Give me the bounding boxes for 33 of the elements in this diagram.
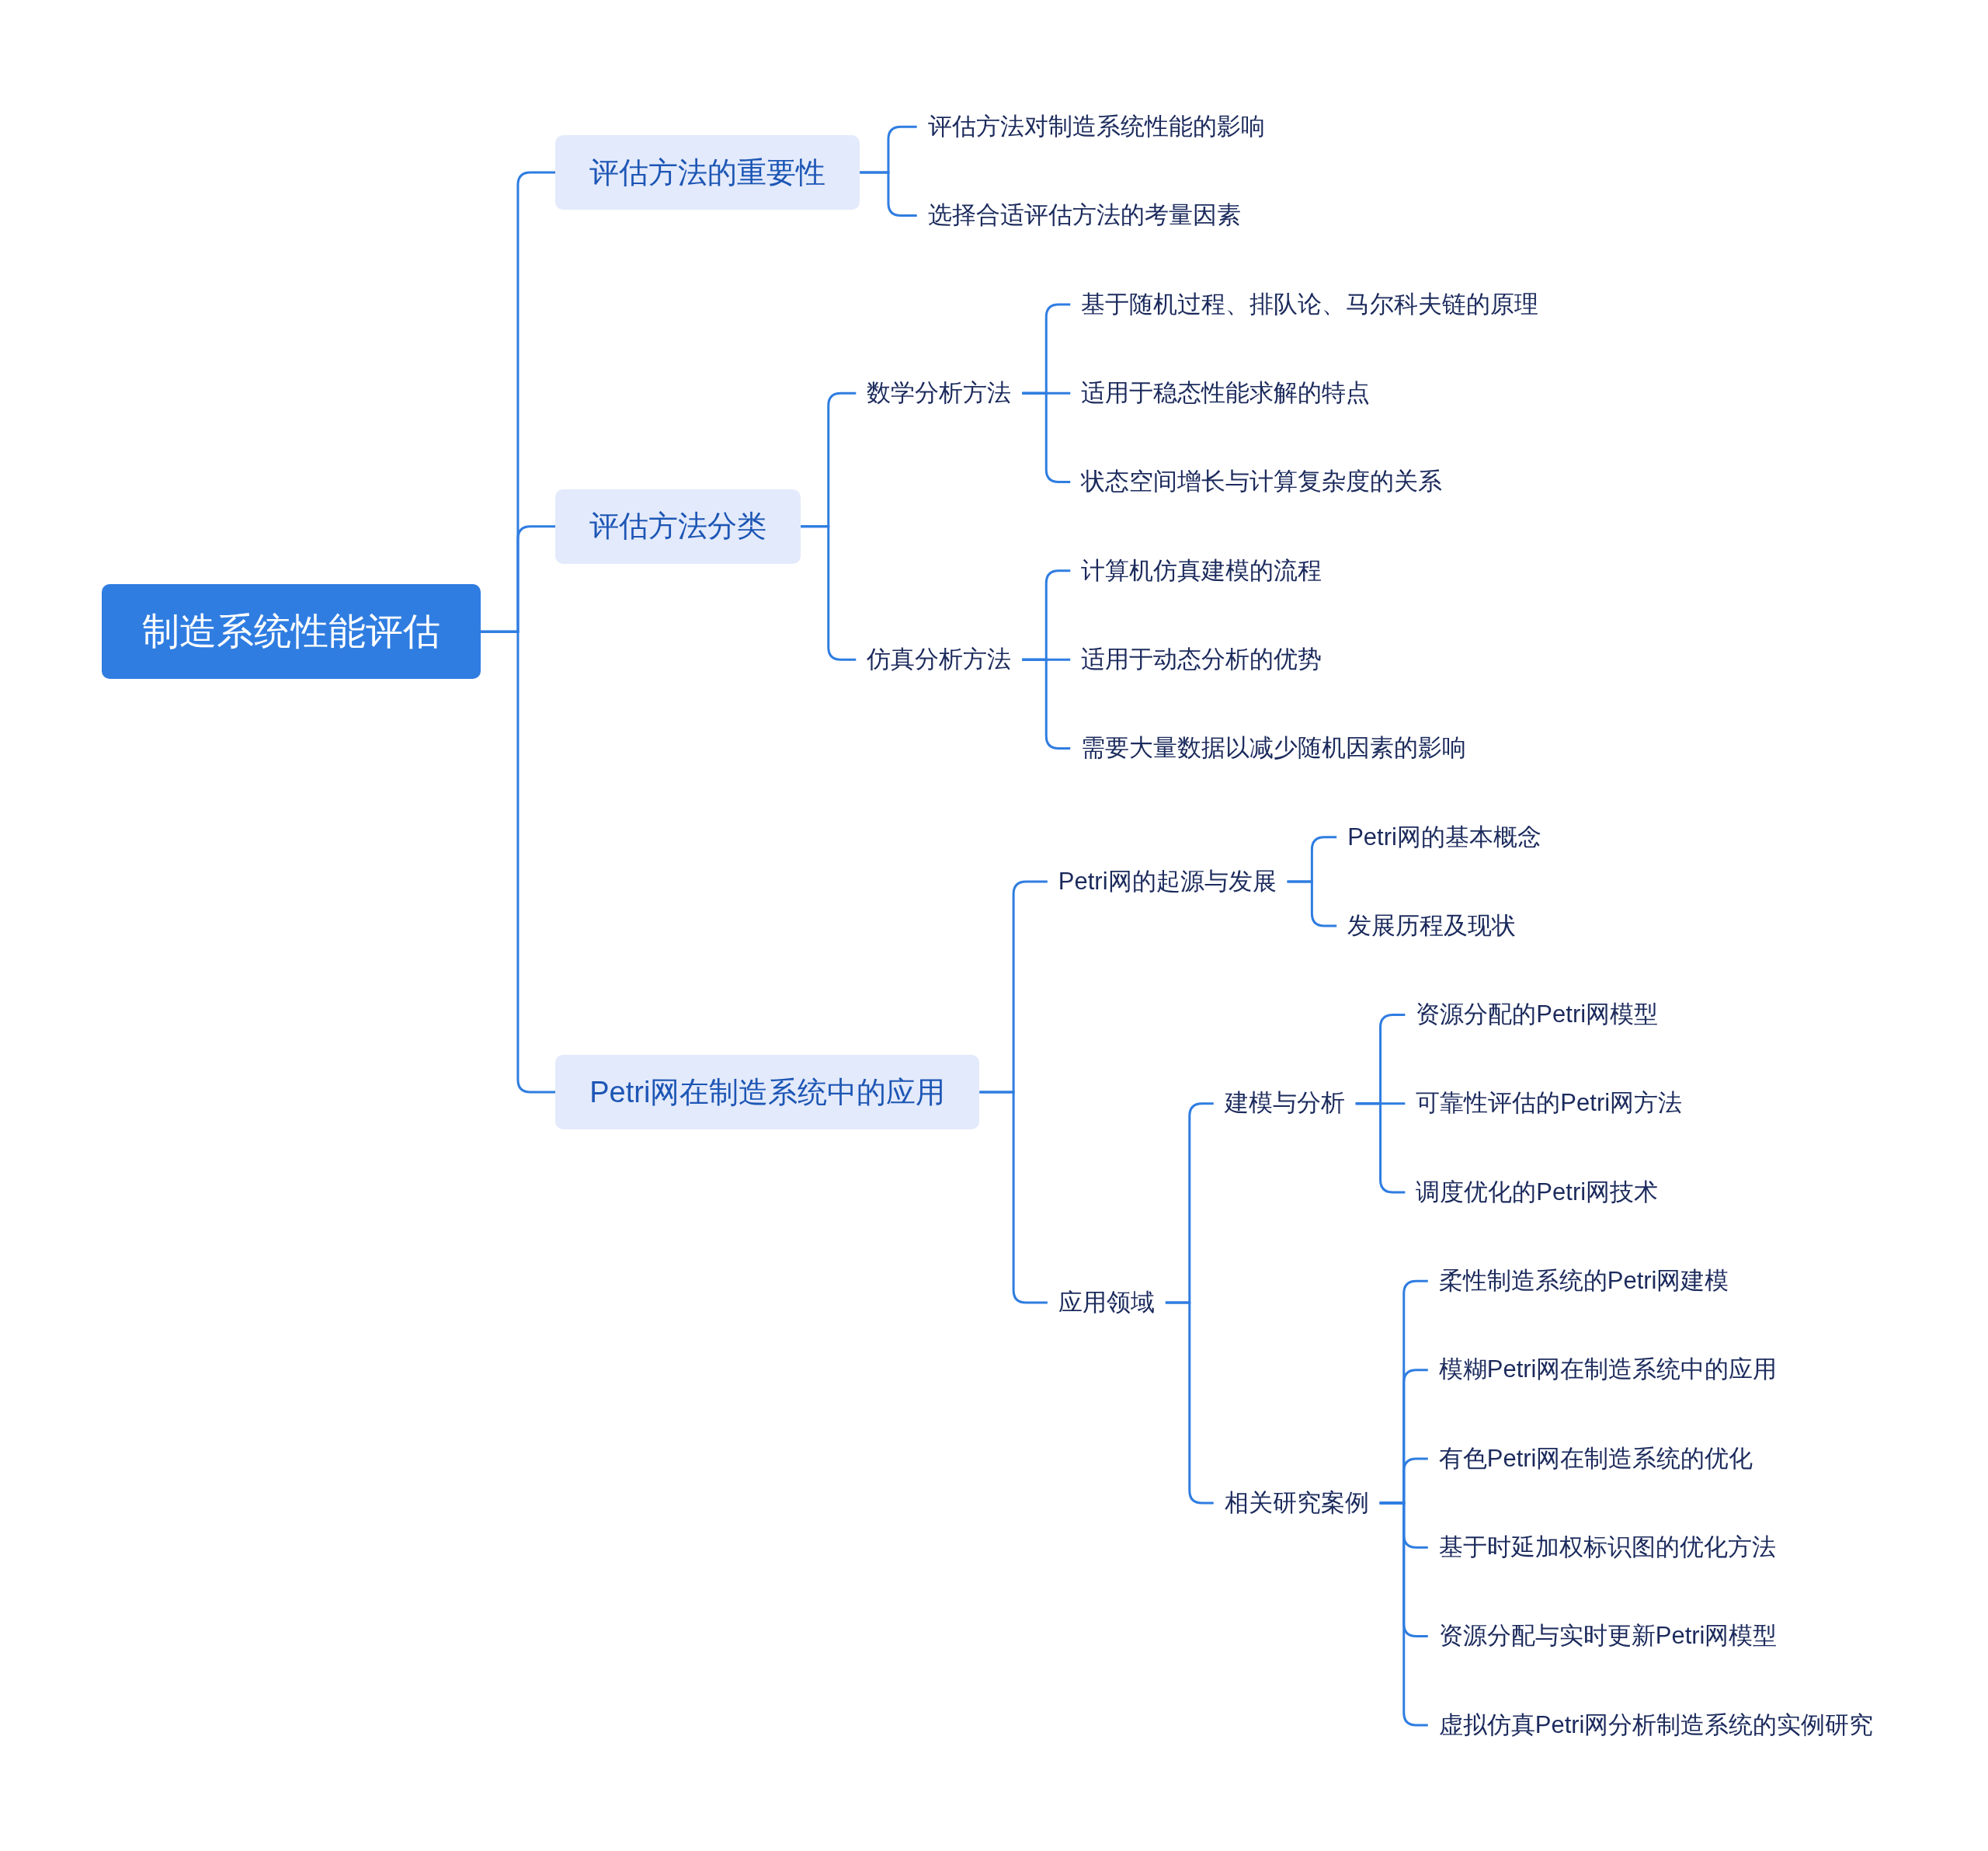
- connector-line: [860, 171, 917, 217]
- topic-label: 应用领域: [1047, 1281, 1166, 1325]
- topic-label: 需要大量数据以减少随机因素的影响: [1070, 726, 1478, 771]
- central-topic-box: 制造系统性能评估: [101, 584, 481, 680]
- connector-line: [801, 525, 857, 661]
- topic-label: 选择合适评估方法的考量因素: [916, 193, 1252, 238]
- topic-label: 资源分配与实时更新Petri网模型: [1427, 1614, 1788, 1658]
- connector-line: [979, 1091, 1048, 1304]
- topic-label: Petri网的起源与发展: [1047, 859, 1288, 903]
- topic-label: 评估方法对制造系统性能的影响: [916, 105, 1276, 149]
- topic-label: 资源分配的Petri网模型: [1405, 993, 1670, 1037]
- topic-label: 数学分析方法: [856, 371, 1023, 416]
- topic-label: 基于时延加权标识图的优化方法: [1427, 1526, 1787, 1570]
- topic-box: 评估方法的重要性: [555, 135, 860, 210]
- topic-label: 状态空间增长与计算复杂度的关系: [1070, 460, 1454, 504]
- topic-label: 相关研究案例: [1213, 1481, 1380, 1526]
- topic-label: Petri网的基本概念: [1336, 815, 1552, 859]
- topic-label: 可靠性评估的Petri网方法: [1405, 1081, 1694, 1126]
- topic-label: 适用于稳态性能求解的特点: [1070, 371, 1382, 416]
- topic-box: Petri网在制造系统中的应用: [555, 1055, 980, 1129]
- topic-label: 仿真分析方法: [856, 638, 1023, 682]
- topic-box: 评估方法分类: [555, 489, 801, 564]
- connector-line: [480, 630, 556, 1094]
- topic-label: 虚拟仿真Petri网分析制造系统的实例研究: [1427, 1703, 1885, 1747]
- topic-label: 模糊Petri网在制造系统中的应用: [1427, 1348, 1788, 1392]
- topic-label: 适用于动态分析的优势: [1070, 638, 1333, 682]
- topic-label: 基于随机过程、排队论、马尔科夫链的原理: [1070, 282, 1550, 326]
- topic-label: 有色Petri网在制造系统的优化: [1427, 1436, 1764, 1480]
- topic-label: 发展历程及现状: [1336, 904, 1527, 948]
- topic-label: 建模与分析: [1213, 1081, 1356, 1126]
- topic-label: 调度优化的Petri网技术: [1405, 1171, 1670, 1214]
- topic-label: 柔性制造系统的Petri网建模: [1427, 1259, 1740, 1303]
- topic-label: 计算机仿真建模的流程: [1070, 548, 1333, 593]
